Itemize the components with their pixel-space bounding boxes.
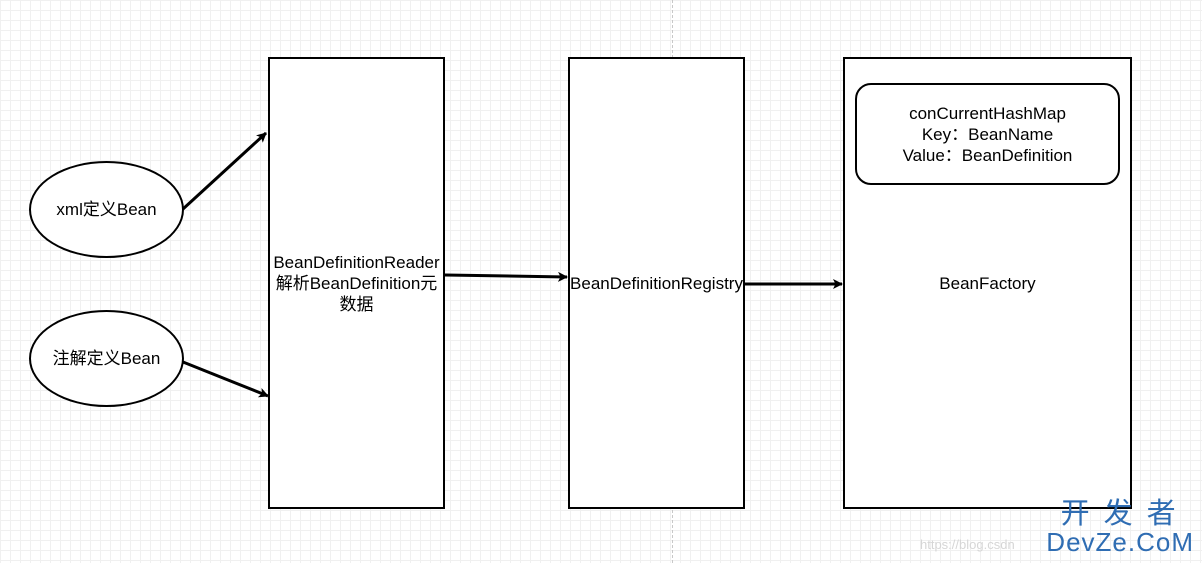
arrow-xml-to-reader — [181, 131, 268, 211]
factory-label: BeanFactory — [939, 273, 1036, 293]
devze-logo: 开发者 DevZe.CoM — [1046, 499, 1194, 555]
reader-label-line1: BeanDefinitionReader — [273, 252, 440, 272]
concurrent-hashmap-node[interactable]: conCurrentHashMap Key：BeanName Value：Bea… — [855, 83, 1120, 185]
reader-label-line2: 解析BeanDefinition元数据 — [275, 273, 438, 314]
annotation-bean-node[interactable]: 注解定义Bean — [29, 310, 184, 407]
xml-bean-label: xml定义Bean — [56, 200, 157, 219]
bean-definition-reader-node[interactable]: BeanDefinitionReader 解析BeanDefinition元数据 — [268, 57, 445, 509]
map-label-line2: Key：BeanName — [921, 124, 1054, 144]
watermark-url: https://blog.csdn — [920, 537, 1015, 552]
map-label-line1: conCurrentHashMap — [909, 103, 1066, 123]
arrow-reader-to-registry — [444, 271, 568, 282]
registry-label: BeanDefinitionRegistry — [570, 273, 743, 293]
map-label-line3: Value：BeanDefinition — [902, 145, 1073, 165]
bean-definition-registry-node[interactable]: BeanDefinitionRegistry — [568, 57, 745, 509]
annotation-bean-label: 注解定义Bean — [52, 349, 161, 368]
brand-chinese: 开发者 — [1060, 498, 1190, 530]
arrow-annotation-to-reader — [182, 360, 269, 398]
xml-bean-node[interactable]: xml定义Bean — [29, 161, 184, 258]
brand-english: DevZe.CoM — [1046, 527, 1194, 557]
